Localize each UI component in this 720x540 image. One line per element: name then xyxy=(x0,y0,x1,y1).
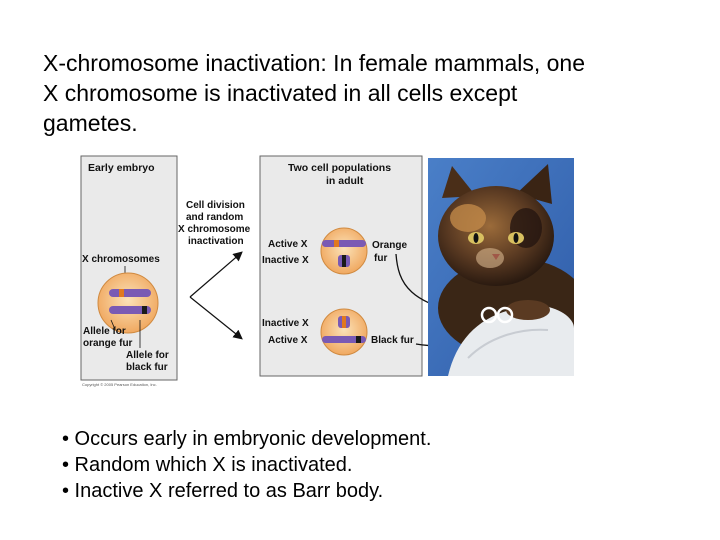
bottom-cell-inactive-label: Inactive X xyxy=(262,318,309,329)
allele-orange-line-1: Allele for xyxy=(83,326,126,337)
bullet-item: • Inactive X referred to as Barr body. xyxy=(62,480,384,502)
process-line-2: and random xyxy=(186,212,243,223)
bottom-cell xyxy=(320,308,368,356)
bottom-cell-active-label: Active X xyxy=(268,335,308,346)
orange-fur-arrow xyxy=(395,253,428,304)
bullet-list: • Occurs early in embryonic development.… xyxy=(62,426,431,504)
allele-black-line-2: black fur xyxy=(126,362,168,373)
allele-orange-line-2: orange fur xyxy=(83,338,133,349)
bottom-cell-active-x xyxy=(322,336,366,343)
x-inactivation-diagram: Early embryo X chromosomes Allele for or… xyxy=(80,155,428,387)
white-blanket xyxy=(448,306,574,376)
slide-title: X-chromosome inactivation: In female mam… xyxy=(43,48,683,138)
process-line-1: Cell division xyxy=(186,200,245,211)
top-cell-fur-line-2: fur xyxy=(374,253,387,264)
adult-panel-title-line-2: in adult xyxy=(326,175,364,187)
top-cell-active-x xyxy=(322,240,366,247)
bullet-item: • Random which X is inactivated. xyxy=(62,454,353,476)
cat-left-ear xyxy=(442,166,476,198)
fur-marker-circle-right xyxy=(496,306,514,324)
bottom-cell-inactive-x xyxy=(338,316,350,328)
black-fur-arrow xyxy=(415,343,428,346)
top-cell-inactive-x xyxy=(338,255,350,267)
copyright-text: Copyright © 2005 Pearson Education, Inc. xyxy=(82,382,157,387)
top-cell-fur-line-1: Orange xyxy=(372,240,407,251)
adult-populations-panel: Two cell populations in adult Active X I… xyxy=(259,155,423,377)
title-line-2: X chromosome is inactivated in all cells… xyxy=(43,80,518,106)
cat-nose xyxy=(492,254,500,260)
cat-paw xyxy=(506,300,550,320)
top-cell-inactive-label: Inactive X xyxy=(262,255,309,266)
top-cell-active-label: Active X xyxy=(268,239,308,250)
embryo-cell xyxy=(97,272,159,334)
top-cell-group: Active X Inactive X Orange fur xyxy=(262,227,407,275)
top-cell xyxy=(320,227,368,275)
process-line-3: X chromosome xyxy=(178,224,251,235)
embryo-x-chromosome-bottom xyxy=(109,306,151,314)
arrow-to-top-cell xyxy=(189,251,243,298)
adult-panel-title-line-1: Two cell populations xyxy=(288,162,391,174)
title-line-3: gametes. xyxy=(43,110,138,136)
early-embryo-title: Early embryo xyxy=(88,162,155,174)
calico-cat-photo xyxy=(428,158,574,376)
title-line-1: X-chromosome inactivation: In female mam… xyxy=(43,50,585,76)
process-section: Cell division and random X chromosome in… xyxy=(178,200,251,340)
embryo-x-chromosome-top xyxy=(109,289,151,297)
bullet-item: • Occurs early in embryonic development. xyxy=(62,428,432,450)
allele-black-line-1: Allele for xyxy=(126,350,169,361)
x-chromosomes-label: X chromosomes xyxy=(82,254,160,265)
fur-marker-circle-left xyxy=(480,306,498,324)
early-embryo-panel: Early embryo X chromosomes Allele for or… xyxy=(80,155,178,387)
arrow-to-bottom-cell xyxy=(189,296,243,340)
process-line-4: inactivation xyxy=(188,236,244,247)
bottom-cell-fur-label: Black fur xyxy=(371,335,414,346)
bottom-cell-group: Inactive X Active X Black fur xyxy=(262,308,414,356)
